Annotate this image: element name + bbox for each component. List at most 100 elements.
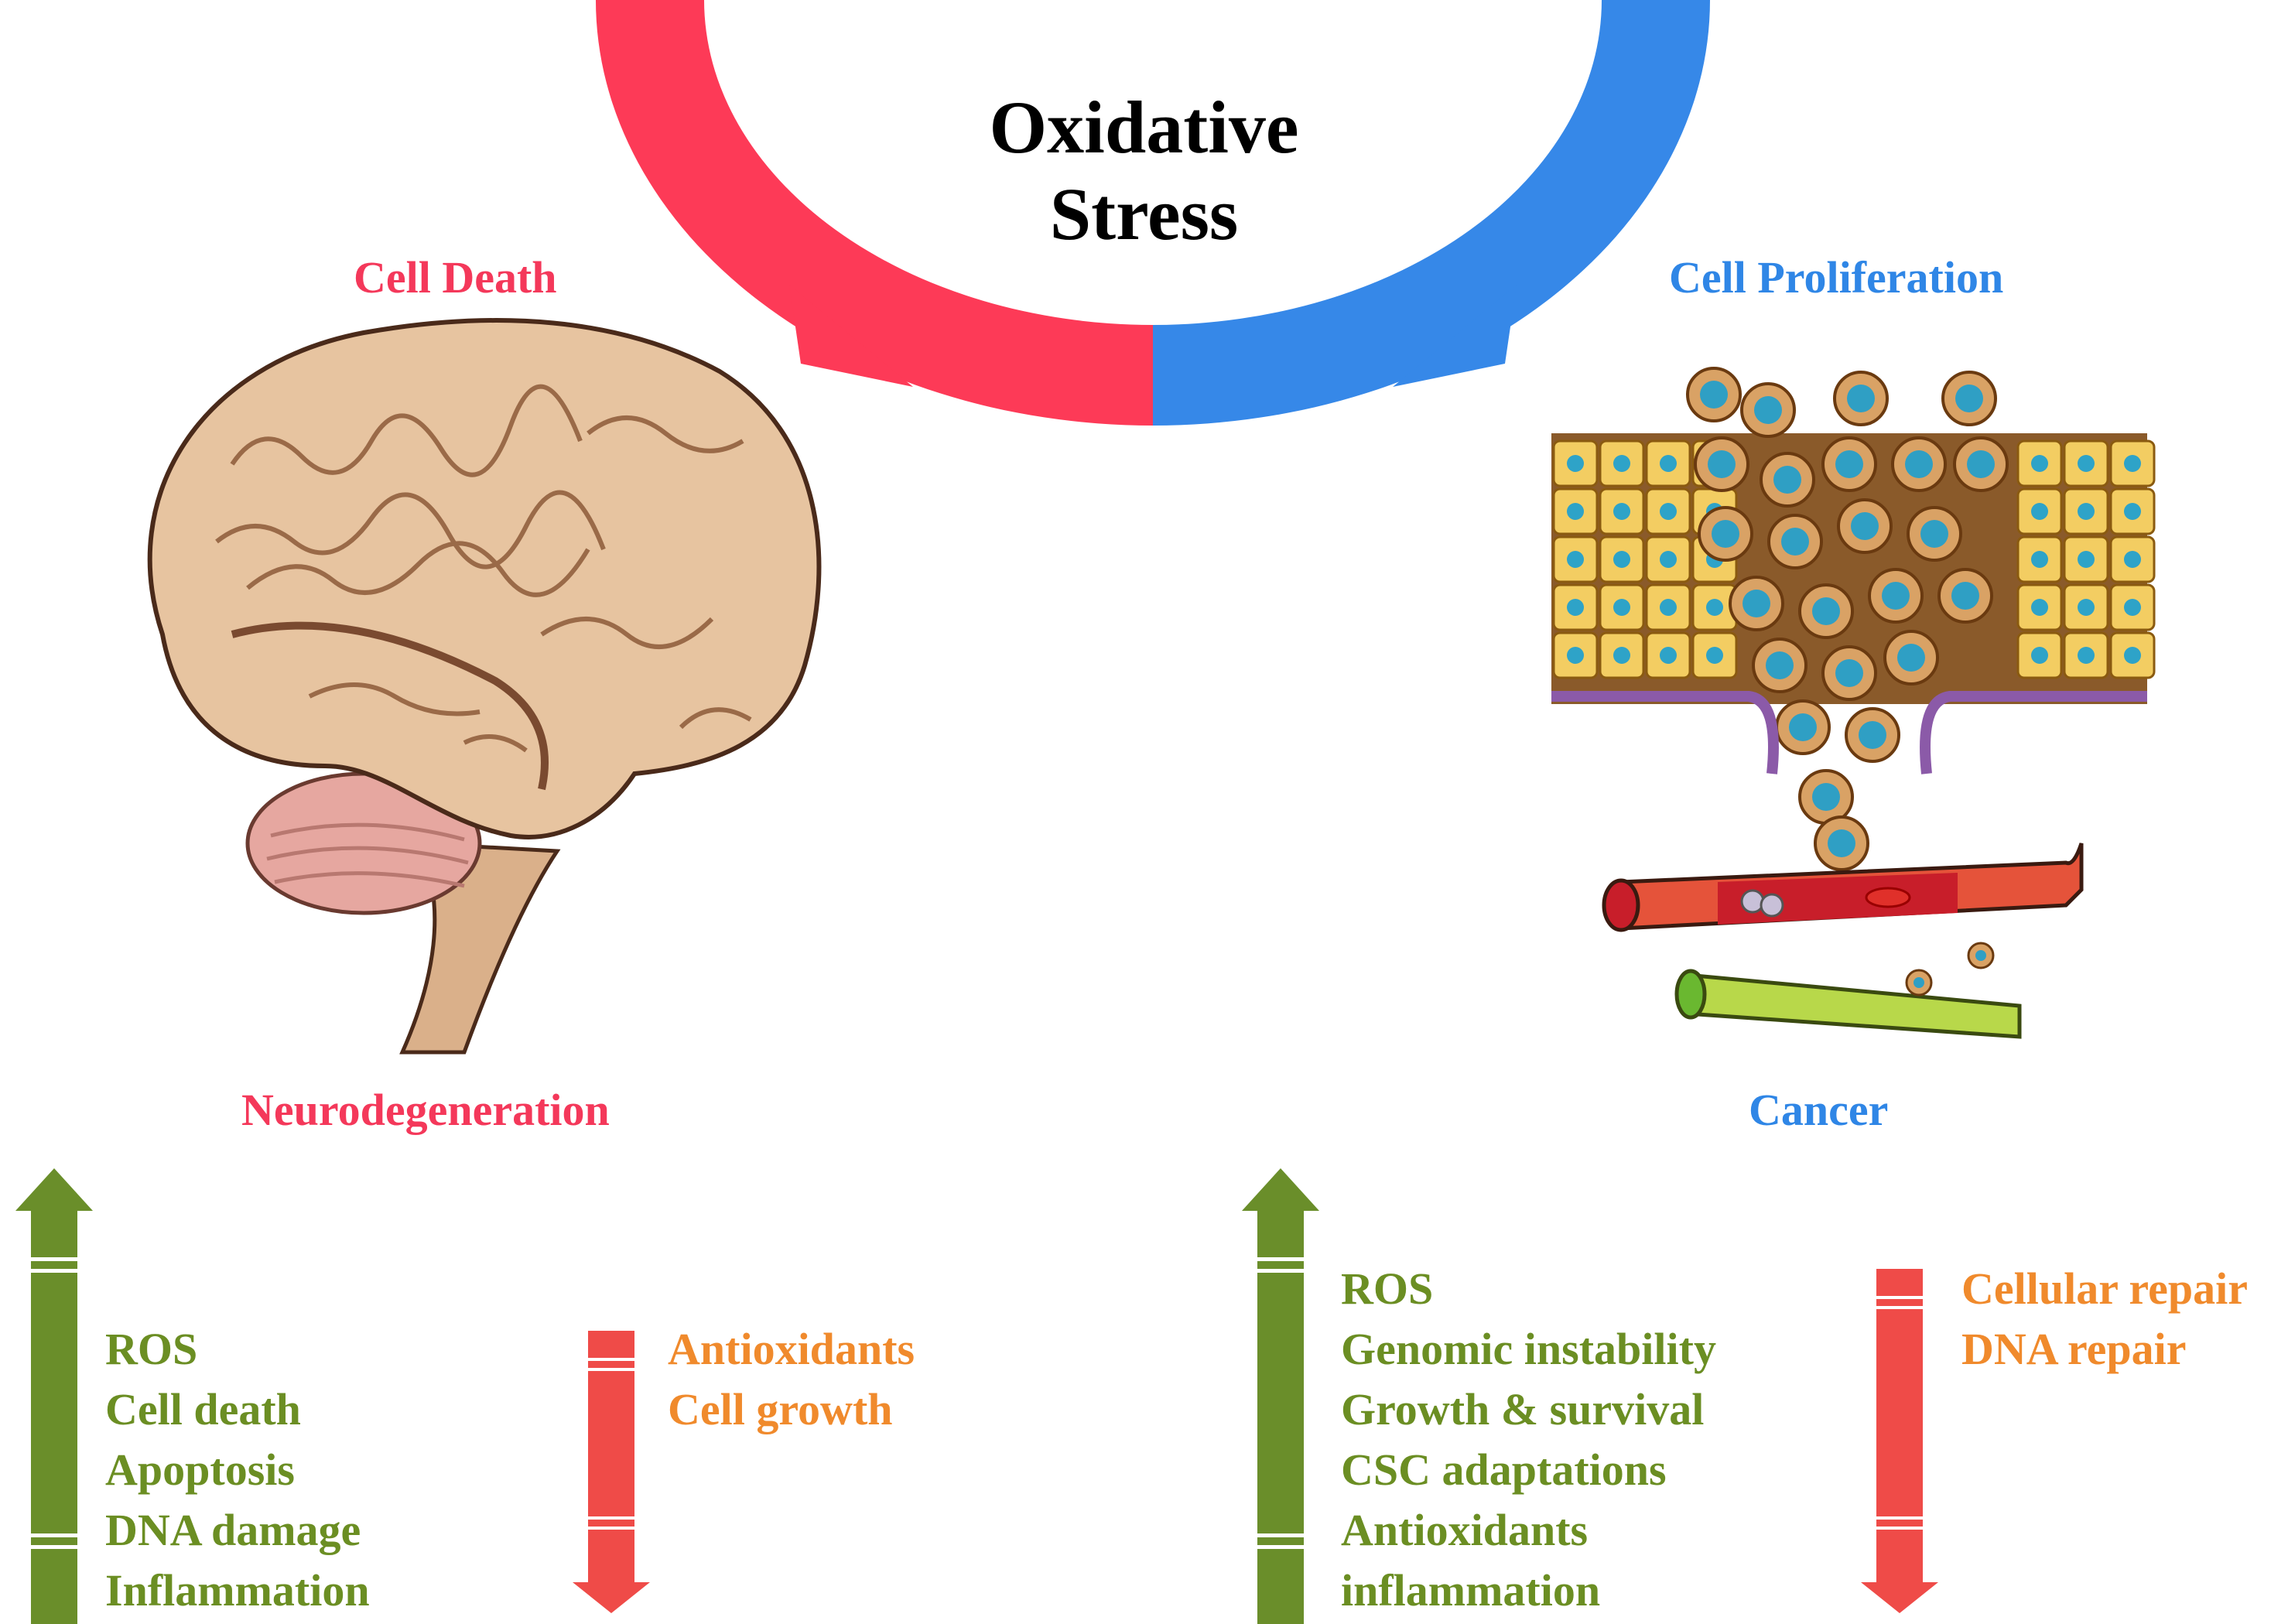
cell-nucleus — [1706, 647, 1723, 664]
cell-nucleus — [1835, 659, 1863, 687]
cell-nucleus — [1766, 651, 1794, 679]
cell-nucleus — [1660, 599, 1677, 616]
cancer-cells — [1686, 367, 2009, 871]
list-item: Cell growth — [668, 1384, 893, 1434]
cell-nucleus — [1967, 450, 1995, 478]
cell-nucleus — [1828, 829, 1855, 857]
right-up-arrow-icon — [1242, 1168, 1319, 1624]
cell-nucleus — [1700, 381, 1728, 409]
cell-nucleus — [1613, 599, 1630, 616]
cell-nucleus — [1975, 950, 1986, 961]
left-down-arrow-icon — [573, 1331, 650, 1613]
oxidative-stress-ring — [596, 0, 1710, 426]
list-item: Inflammation — [105, 1565, 370, 1615]
cell-nucleus — [1859, 721, 1886, 749]
list-item: DNA damage — [105, 1505, 361, 1555]
cell-nucleus — [2078, 503, 2095, 520]
cell-nucleus — [2031, 599, 2048, 616]
cell-nucleus — [1773, 466, 1801, 494]
cell-proliferation-heading: Cell Proliferation — [1669, 252, 2004, 303]
cell-nucleus — [2031, 647, 2048, 664]
cell-nucleus — [2078, 455, 2095, 472]
cell-nucleus — [1660, 647, 1677, 664]
cell-nucleus — [1567, 455, 1584, 472]
ring-blue-half — [1153, 0, 1710, 426]
cell-nucleus — [2078, 647, 2095, 664]
cancer-label: Cancer — [1749, 1085, 1889, 1135]
list-item: Growth & survival — [1341, 1384, 1705, 1434]
cell-nucleus — [1905, 450, 1933, 478]
list-item: inflammation — [1341, 1565, 1601, 1615]
cell-nucleus — [1955, 385, 1983, 412]
cell-death-heading: Cell Death — [354, 252, 557, 303]
tumor-invasion-illustration — [1551, 367, 2156, 1039]
cell-nucleus — [2124, 599, 2141, 616]
cell-nucleus — [1660, 551, 1677, 568]
list-item: Apoptosis — [105, 1445, 295, 1495]
cell-nucleus — [1712, 520, 1739, 548]
cell-nucleus — [2031, 551, 2048, 568]
right-decrease-list: Cellular repair DNA repair — [1961, 1259, 2248, 1380]
right-down-arrow-icon — [1861, 1269, 1938, 1613]
cell-nucleus — [1812, 597, 1840, 625]
cell-nucleus — [1613, 551, 1630, 568]
left-decrease-list: Antioxidants Cell growth — [668, 1319, 915, 1440]
list-item: DNA repair — [1961, 1324, 2187, 1374]
list-item: Antioxidants — [1341, 1505, 1589, 1555]
cell-nucleus — [1920, 520, 1948, 548]
normal-epithelial-cells — [1552, 439, 2156, 679]
cell-nucleus — [1847, 385, 1875, 412]
basement-membrane-left — [1551, 691, 1779, 774]
title-line-2: Stress — [1049, 173, 1239, 255]
blood-vessel — [1602, 843, 2084, 932]
basement-membrane-right — [1920, 691, 2147, 774]
list-item: Cellular repair — [1961, 1263, 2248, 1314]
cell-nucleus — [1567, 551, 1584, 568]
lymph-vessel — [1674, 969, 2022, 1039]
cell-nucleus — [1708, 450, 1736, 478]
list-item: ROS — [105, 1324, 198, 1374]
cell-nucleus — [1567, 503, 1584, 520]
cell-nucleus — [2078, 599, 2095, 616]
cell-nucleus — [2031, 503, 2048, 520]
cell-nucleus — [1706, 599, 1723, 616]
cell-nucleus — [2031, 455, 2048, 472]
cell-nucleus — [1743, 590, 1770, 617]
title-line-1: Oxidative — [989, 86, 1299, 169]
cell-nucleus — [1914, 977, 1924, 988]
cell-nucleus — [2124, 455, 2141, 472]
cell-nucleus — [1613, 647, 1630, 664]
cell-nucleus — [1660, 455, 1677, 472]
right-increase-list: ROS Genomic instability Growth & surviva… — [1341, 1259, 1716, 1621]
list-item: ROS — [1341, 1263, 1434, 1314]
cell-nucleus — [1951, 582, 1979, 610]
cell-nucleus — [1812, 783, 1840, 811]
list-item: Genomic instability — [1341, 1324, 1716, 1374]
cell-nucleus — [2124, 551, 2141, 568]
cell-nucleus — [1789, 713, 1817, 741]
cell-nucleus — [2078, 551, 2095, 568]
list-item: Antioxidants — [668, 1324, 915, 1374]
left-up-arrow-icon — [15, 1168, 93, 1624]
cell-nucleus — [1882, 582, 1910, 610]
cell-nucleus — [1613, 503, 1630, 520]
cell-nucleus — [1851, 512, 1879, 540]
cell-nucleus — [1781, 528, 1809, 556]
cell-nucleus — [1835, 450, 1863, 478]
cell-nucleus — [1897, 644, 1925, 672]
list-item: CSC adaptations — [1341, 1445, 1667, 1495]
neurodegeneration-label: Neurodegeneration — [241, 1085, 610, 1135]
brain-illustration — [147, 318, 822, 1055]
cell-nucleus — [1567, 647, 1584, 664]
ring-red-half — [596, 0, 1153, 426]
cell-nucleus — [1660, 503, 1677, 520]
cell-nucleus — [2124, 647, 2141, 664]
ring-blue-notch — [1393, 285, 1517, 387]
ring-red-notch — [789, 285, 913, 387]
migrating-cancer-cells — [1905, 942, 1995, 997]
left-increase-list: ROS Cell death Apoptosis DNA damage Infl… — [105, 1319, 370, 1621]
cell-nucleus — [1754, 396, 1782, 424]
cell-nucleus — [1567, 599, 1584, 616]
cell-nucleus — [1613, 455, 1630, 472]
